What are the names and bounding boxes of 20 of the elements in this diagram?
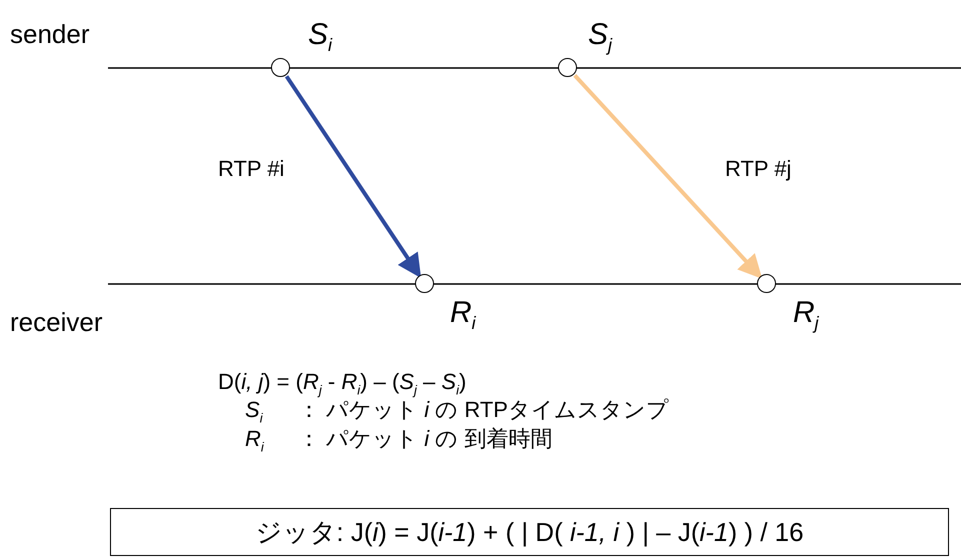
formula-text: D(i, j) = (R$_{j}$ - R$_{i}$) – (S$_{j}$ – S$_{i}$)	[218, 370, 466, 398]
arrow	[573, 74, 762, 279]
event-circle	[558, 58, 577, 77]
event-label: R$_{j}$	[793, 296, 819, 334]
definition-text: ： パケット i の 到着時間	[298, 427, 552, 452]
formula-box	[110, 508, 949, 556]
symbol-label: R$_{i}$	[245, 427, 264, 455]
symbol-label: S$_{i}$	[245, 398, 263, 426]
event-label: R$_{i}$	[450, 296, 476, 334]
definition-text: ： パケット i の RTPタイムスタンプ	[298, 398, 669, 422]
timeline-label: receiver	[10, 308, 102, 337]
timeline-label: sender	[10, 20, 90, 49]
formula-text: ジッタ: J(i) = J(i-1) + ( | D( i-1, i ) | – J(i-1) ) / 16	[255, 518, 804, 546]
edge-label: RTP #j	[725, 157, 792, 182]
event-circle	[271, 58, 290, 77]
event-label: S$_{i}$	[308, 18, 332, 56]
event-label: S$_{j}$	[588, 18, 612, 56]
event-circle	[415, 274, 434, 293]
arrow	[284, 75, 422, 278]
event-circle	[757, 274, 776, 293]
